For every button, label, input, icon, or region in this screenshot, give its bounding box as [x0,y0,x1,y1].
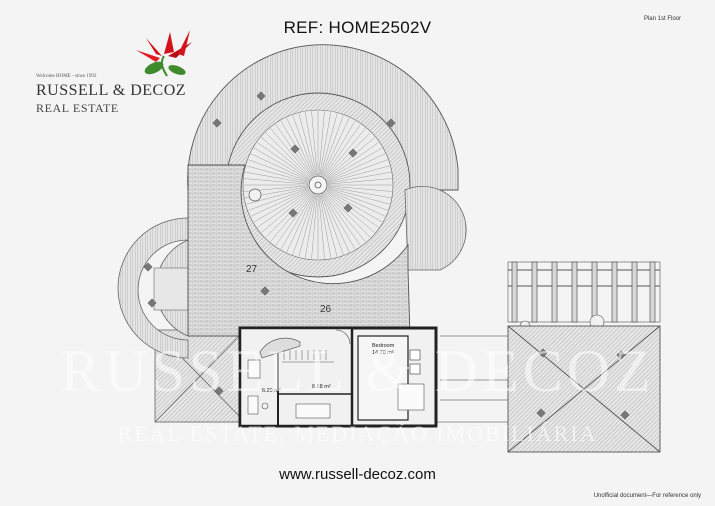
brand-name: RUSSELL & DECOZ [36,82,187,99]
room-area-a: 6.20 m² [262,388,281,394]
pergola [507,261,661,332]
left-round-roof [117,217,189,359]
house-interior [238,326,438,428]
watermark-subtitle: REAL ESTATE, MEDIAÇÃO IMOBILIÁRIA [117,421,598,446]
room-area-b: 8.68 m² [312,384,331,390]
terrace-27 [187,164,411,337]
watermark-brand: RUSSELL & DECOZ [60,338,655,404]
bedroom-label: Bedroom [372,343,395,349]
brand-tagline: Welcome HOME - since 1992 [36,74,97,79]
right-hip-roof [507,325,661,453]
reference-code: REF: HOME2502V [283,18,432,37]
disclaimer-text: Unofficial document—For reference only [593,493,701,499]
flower-logo-icon [136,30,192,77]
area-26-label: 26 [320,304,332,315]
fan-roof [187,44,467,278]
roof-vents [143,91,396,396]
area-27-label: 27 [246,264,258,275]
bedroom-area: 14.70 m² [372,350,394,356]
brand-subtitle: REAL ESTATE [36,101,119,115]
website-link[interactable]: www.russell-decoz.com [279,466,436,483]
plan-floor-label: Plan 1st Floor [643,16,681,22]
